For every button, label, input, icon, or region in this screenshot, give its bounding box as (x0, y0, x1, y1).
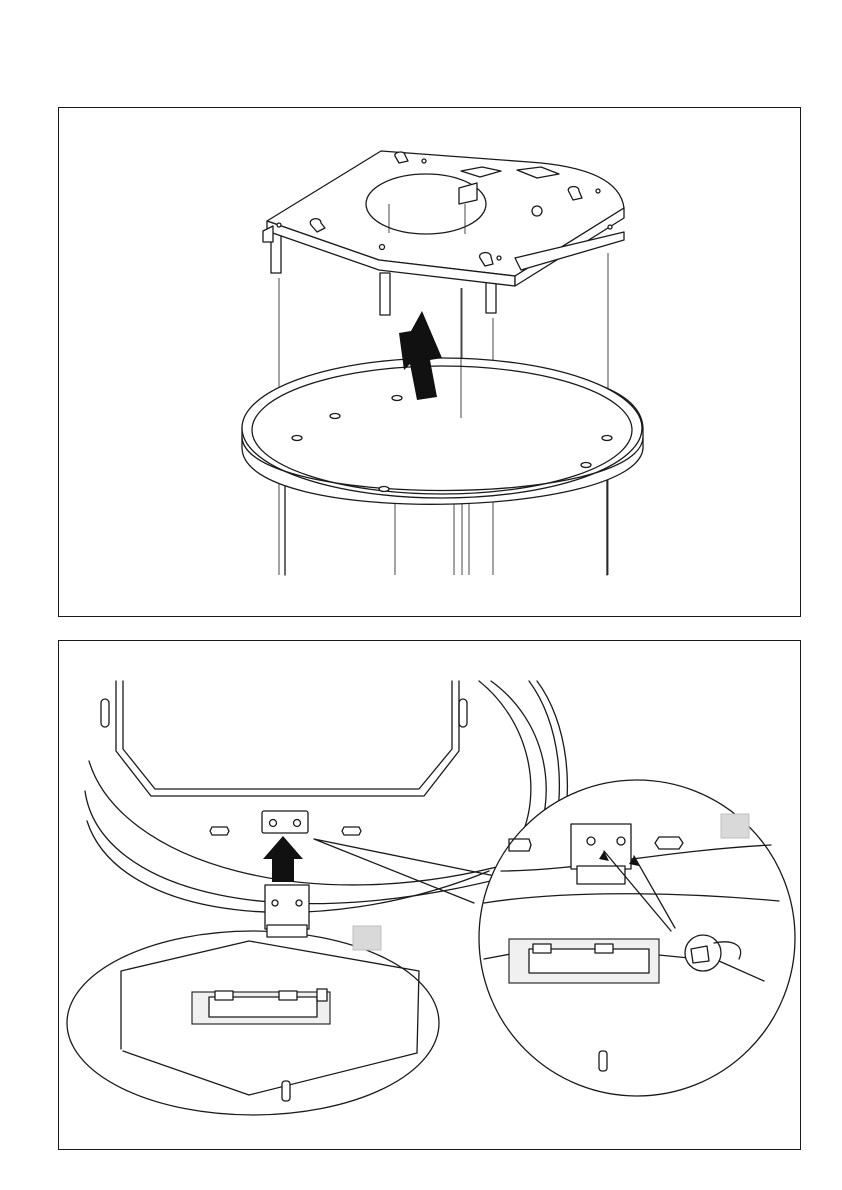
tray-hole (392, 396, 402, 401)
connector-outline (342, 827, 361, 835)
callout-marker-box (353, 926, 381, 950)
upward-arrow (263, 836, 303, 882)
step-panel-bracket-attachment (58, 640, 801, 1150)
octagonal-opening (116, 681, 459, 796)
side-slot-left (101, 699, 109, 727)
step-panel-mounting-plate (58, 107, 801, 617)
dome-cover (67, 885, 439, 1115)
tray-hole (330, 414, 340, 419)
callout-marker-box (721, 814, 749, 838)
connector-outline (210, 827, 229, 835)
side-slot-right (459, 699, 467, 727)
mounting-plate-illustration (59, 108, 800, 616)
mounting-bracket (262, 811, 308, 833)
tray-hole (379, 487, 389, 492)
round-tray (242, 358, 643, 504)
tray-hole (581, 463, 591, 468)
tray-hole (602, 436, 612, 441)
tray-hole (292, 436, 302, 441)
zoom-callout-lines (314, 839, 495, 903)
mounting-plate (263, 151, 624, 286)
bracket-attachment-illustration (59, 641, 800, 1149)
